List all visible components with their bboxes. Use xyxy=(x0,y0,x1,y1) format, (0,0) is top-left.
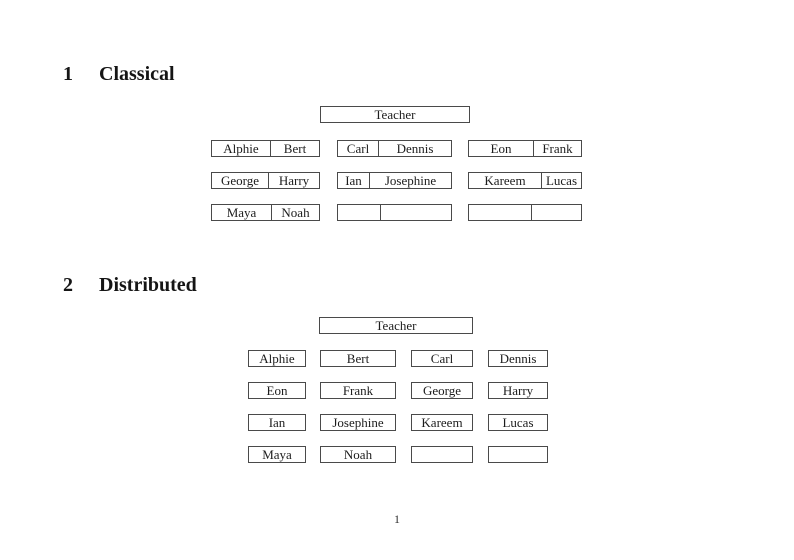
seat: George xyxy=(220,173,260,188)
seat-empty xyxy=(338,205,380,220)
seat: Ian xyxy=(345,173,362,188)
desk: Eon Frank xyxy=(468,140,582,157)
seat: Kareem xyxy=(411,414,473,431)
seat: Bert xyxy=(270,141,319,156)
desk xyxy=(337,204,452,221)
seat: Lucas xyxy=(541,173,581,188)
teacher-box-classical: Teacher xyxy=(320,106,470,123)
seat-empty xyxy=(469,205,531,220)
seat: Josephine xyxy=(320,414,396,431)
seat: Lucas xyxy=(488,414,548,431)
seat: Kareem xyxy=(484,173,526,188)
seat: Eon xyxy=(490,141,512,156)
seat: Frank xyxy=(533,141,581,156)
seat: George xyxy=(411,382,473,399)
seat: Alphie xyxy=(223,141,259,156)
seat: Alphie xyxy=(248,350,306,367)
seat: Harry xyxy=(488,382,548,399)
desk: Alphie Bert xyxy=(211,140,320,157)
seat-empty xyxy=(488,446,548,463)
seat: Ian xyxy=(248,414,306,431)
seat: Dennis xyxy=(378,141,451,156)
seat: Harry xyxy=(268,173,319,188)
seat: Bert xyxy=(320,350,396,367)
seat: Carl xyxy=(346,141,370,156)
section-number: 1 xyxy=(63,63,73,85)
desk: Maya Noah xyxy=(211,204,320,221)
page-number: 1 xyxy=(394,512,400,526)
desk: George Harry xyxy=(211,172,320,189)
section-title: Distributed xyxy=(99,274,197,296)
seat: Dennis xyxy=(488,350,548,367)
seat: Eon xyxy=(248,382,306,399)
seat: Maya xyxy=(248,446,306,463)
desk: Kareem Lucas xyxy=(468,172,582,189)
seat-empty xyxy=(380,205,451,220)
seat-empty xyxy=(411,446,473,463)
desk: Ian Josephine xyxy=(337,172,452,189)
desk: Carl Dennis xyxy=(337,140,452,157)
section-number: 2 xyxy=(63,274,73,296)
section-heading-distributed: 2 Distributed xyxy=(63,274,197,296)
seat-empty xyxy=(531,205,581,220)
seat: Carl xyxy=(411,350,473,367)
seat: Frank xyxy=(320,382,396,399)
section-heading-classical: 1 Classical xyxy=(63,63,175,85)
seat: Maya xyxy=(226,205,257,220)
seat: Noah xyxy=(271,205,319,220)
seat: Josephine xyxy=(369,173,451,188)
desk xyxy=(468,204,582,221)
teacher-box-distributed: Teacher xyxy=(319,317,473,334)
seat: Noah xyxy=(320,446,396,463)
section-title: Classical xyxy=(99,63,175,85)
